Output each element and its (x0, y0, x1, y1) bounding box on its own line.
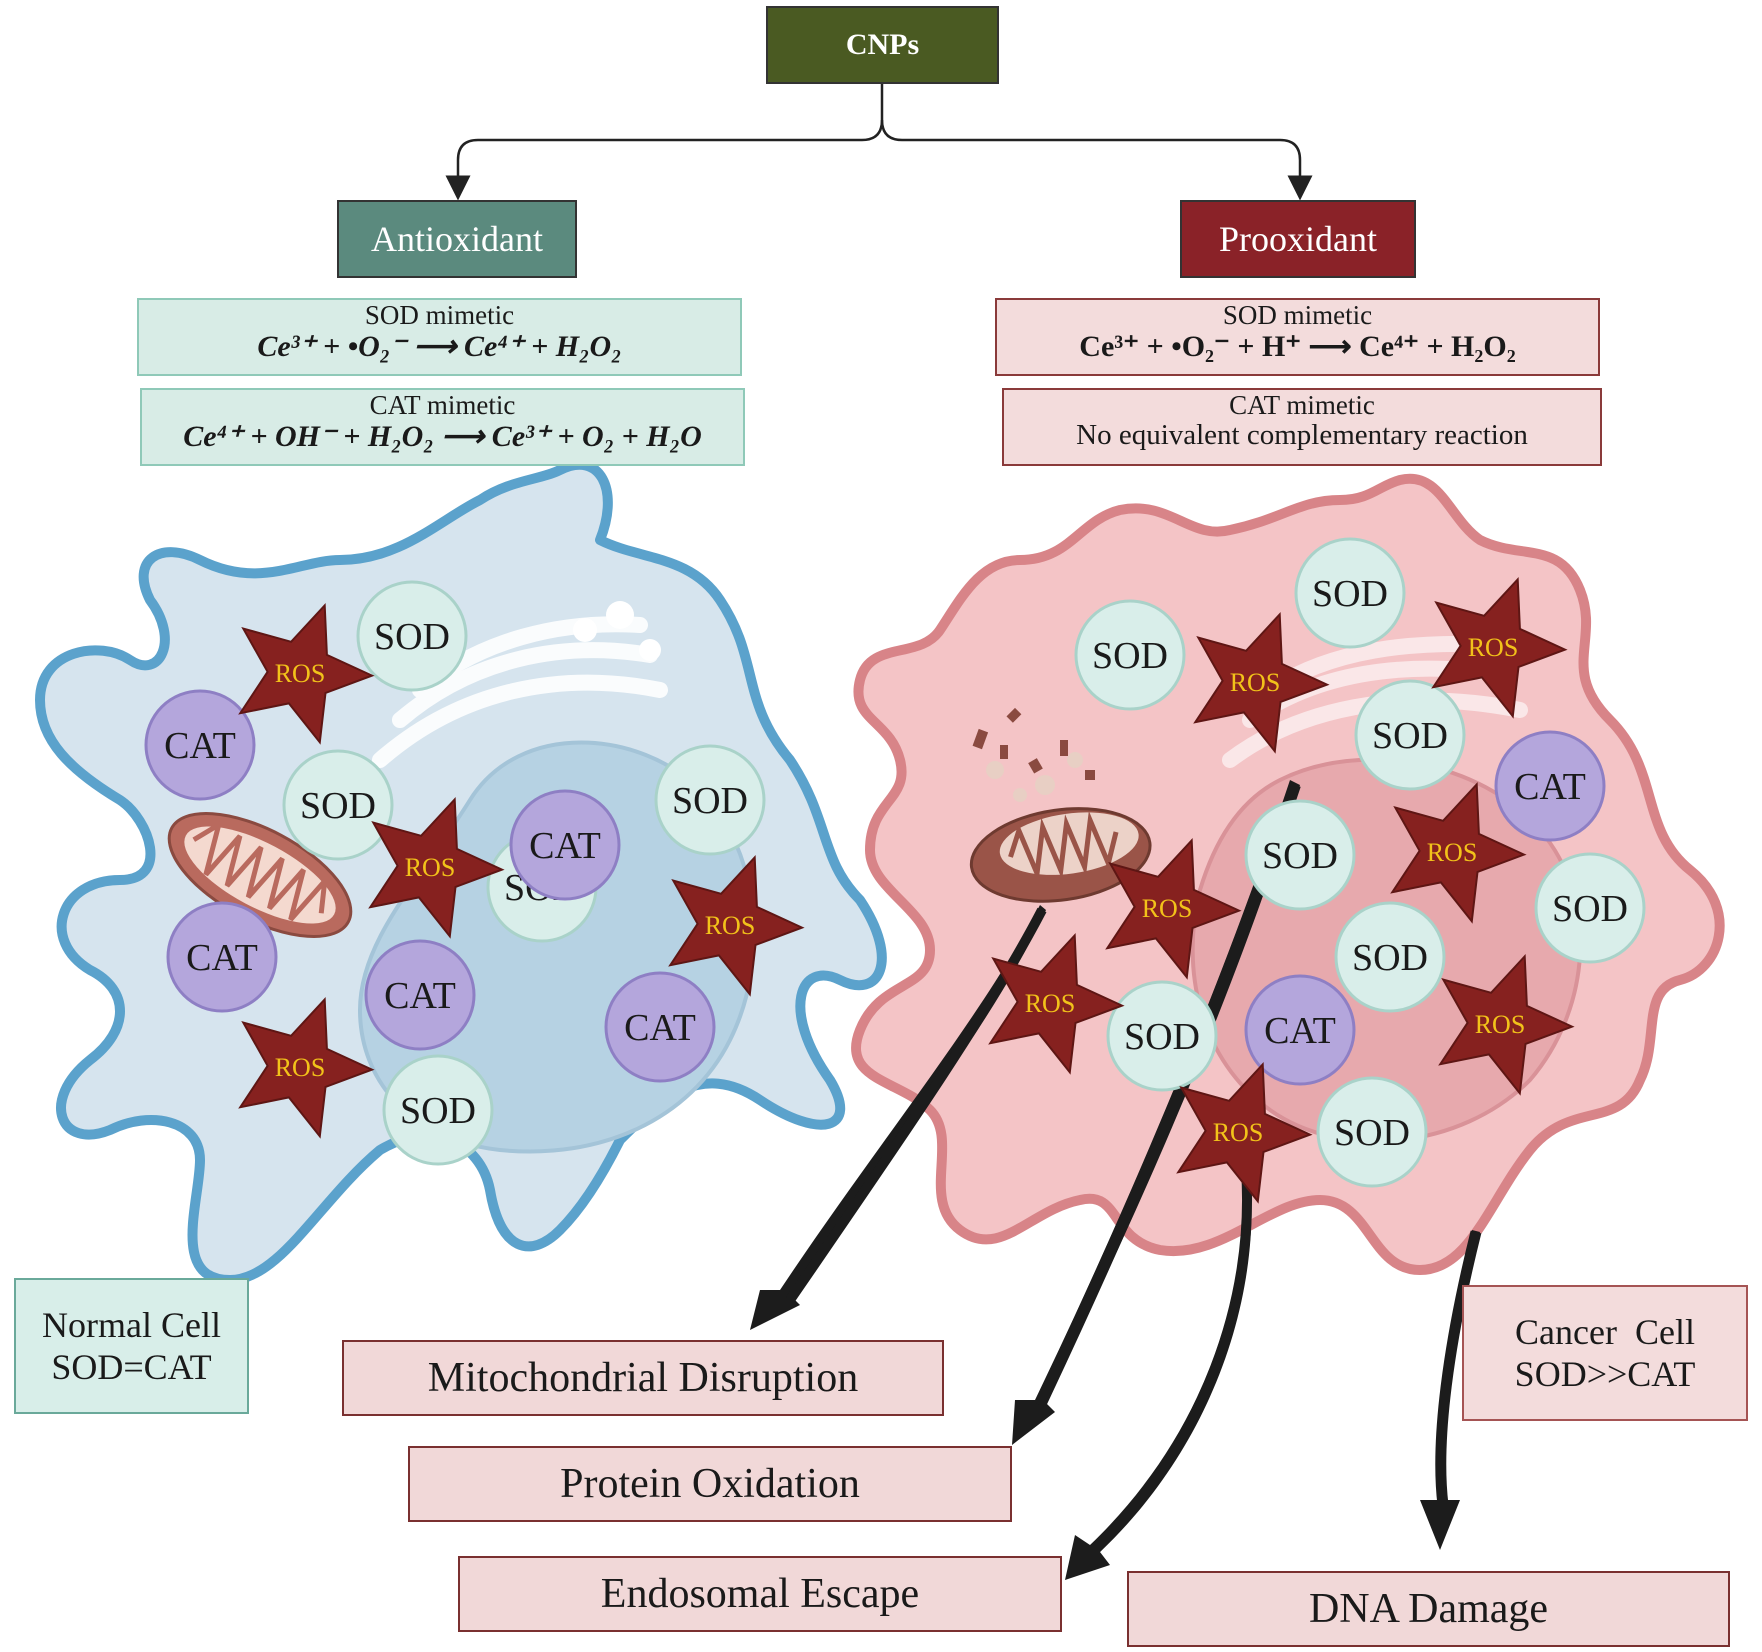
ros-marker-7: ROS (1390, 781, 1527, 924)
cancer-cell-label: Cancer Cell SOD>>CAT (1462, 1285, 1748, 1421)
anti-cat-equation: Ce⁴⁺ + OH⁻ + H₂O₂ ⟶ Ce³⁺ + O₂ + H₂O (183, 420, 702, 453)
sod-marker-10: SOD (1334, 901, 1446, 1013)
ros-marker-9-label: ROS (1025, 989, 1076, 1018)
cat-marker-7-label: CAT (1264, 1010, 1336, 1052)
sod-marker-12-label: SOD (1124, 1016, 1200, 1058)
ros-marker-3: ROS (668, 854, 805, 997)
anti-cat-reaction: CAT mimetic Ce⁴⁺ + OH⁻ + H₂O₂ ⟶ Ce³⁺ + O… (140, 388, 745, 466)
cat-marker-1: CAT (144, 689, 256, 801)
pro-sod-title: SOD mimetic (1222, 300, 1373, 330)
sod-marker-11-label: SOD (1552, 888, 1628, 930)
pro-sod-reaction: SOD mimetic Ce³⁺ + •O₂⁻ + H⁺ ⟶ Ce⁴⁺ + H₂… (995, 298, 1600, 376)
sod-marker-6: SOD (1074, 599, 1186, 711)
sod-marker-2-label: SOD (300, 785, 376, 827)
ros-marker-10: ROS (1438, 953, 1575, 1096)
anti-sod-reaction: SOD mimetic Ce³⁺ + •O₂⁻ ⟶ Ce⁴⁺ + H₂O₂ (137, 298, 742, 376)
cat-marker-5: CAT (604, 971, 716, 1083)
normal-cell-label: Normal Cell SOD=CAT (14, 1278, 249, 1414)
sod-marker-6-label: SOD (1092, 635, 1168, 677)
ros-marker-1: ROS (238, 602, 375, 745)
outcome-dna-damage: DNA Damage (1127, 1571, 1730, 1647)
branch-connectors (445, 82, 1313, 201)
sod-marker-4: SOD (654, 744, 766, 856)
ros-marker-2: ROS (368, 796, 505, 939)
sod-marker-13: SOD (1316, 1076, 1428, 1188)
sod-marker-10-label: SOD (1352, 937, 1428, 979)
sod-marker-5: SOD (382, 1054, 494, 1166)
anti-sod-title: SOD mimetic (364, 300, 515, 330)
outcome-protein-oxidation: Protein Oxidation (408, 1446, 1012, 1522)
sod-marker-9-label: SOD (1262, 835, 1338, 877)
ros-marker-10-label: ROS (1475, 1010, 1526, 1039)
ros-marker-5: ROS (1193, 611, 1330, 754)
cat-marker-5-label: CAT (624, 1007, 696, 1049)
sod-marker-9: SOD (1244, 799, 1356, 911)
sod-marker-2: SOD (282, 749, 394, 861)
root-cnps-box: CNPs (766, 6, 999, 84)
sod-marker-13-label: SOD (1334, 1112, 1410, 1154)
sod-marker-12: SOD (1106, 980, 1218, 1092)
outcome-endosomal-escape: Endosomal Escape (458, 1556, 1062, 1632)
ros-marker-2-label: ROS (405, 853, 456, 882)
normal-cell-ratio: SOD=CAT (51, 1347, 212, 1387)
ros-marker-9: ROS (988, 932, 1125, 1075)
cat-marker-6-label: CAT (1514, 766, 1586, 808)
prooxidant-box: Prooxidant (1180, 200, 1416, 278)
pro-sod-equation: Ce³⁺ + •O₂⁻ + H⁺ ⟶ Ce⁴⁺ + H₂O₂ (1079, 330, 1516, 363)
anti-cat-title: CAT mimetic (369, 390, 516, 420)
ros-marker-4: ROS (238, 996, 375, 1139)
pro-cat-reaction: CAT mimetic No equivalent complementary … (1002, 388, 1602, 466)
ros-marker-11: ROS (1176, 1061, 1313, 1204)
ros-marker-5-label: ROS (1230, 668, 1281, 697)
cat-marker-3: CAT (166, 901, 278, 1013)
sod-marker-4-label: SOD (672, 780, 748, 822)
sod-marker-1: SOD (356, 580, 468, 692)
ros-marker-4-label: ROS (275, 1053, 326, 1082)
ros-marker-6: ROS (1431, 576, 1568, 719)
cat-marker-4: CAT (364, 939, 476, 1051)
ros-marker-7-label: ROS (1427, 838, 1478, 867)
cancer-cell-title: Cancer Cell (1515, 1312, 1695, 1352)
normal-cell-title: Normal Cell (42, 1305, 221, 1345)
cat-marker-6: CAT (1494, 730, 1606, 842)
sod-marker-5-label: SOD (400, 1090, 476, 1132)
cat-marker-2-label: CAT (529, 825, 601, 867)
sod-marker-11: SOD (1534, 852, 1646, 964)
sod-marker-8-label: SOD (1372, 715, 1448, 757)
ros-marker-8: ROS (1105, 837, 1242, 980)
pro-cat-text: No equivalent complementary reaction (1076, 419, 1528, 451)
ros-marker-3-label: ROS (705, 911, 756, 940)
sod-marker-8: SOD (1354, 679, 1466, 791)
cat-marker-3-label: CAT (186, 937, 258, 979)
cat-marker-1-label: CAT (164, 725, 236, 767)
cancer-cell-ratio: SOD>>CAT (1514, 1354, 1696, 1394)
cat-marker-7: CAT (1244, 974, 1356, 1086)
sod-marker-7: SOD (1294, 537, 1406, 649)
ros-marker-1-label: ROS (275, 659, 326, 688)
ros-marker-11-label: ROS (1213, 1118, 1264, 1147)
antioxidant-box: Antioxidant (337, 200, 577, 278)
ros-marker-8-label: ROS (1142, 894, 1193, 923)
marker-layer: SODSODSODSODSODSODSODSODSODSODSODSODSODC… (144, 537, 1646, 1204)
cat-marker-4-label: CAT (384, 975, 456, 1017)
sod-marker-1-label: SOD (374, 616, 450, 658)
sod-marker-7-label: SOD (1312, 573, 1388, 615)
ros-marker-6-label: ROS (1468, 633, 1519, 662)
pro-cat-title: CAT mimetic (1229, 390, 1375, 420)
cat-marker-2: CAT (509, 789, 621, 901)
anti-sod-equation: Ce³⁺ + •O₂⁻ ⟶ Ce⁴⁺ + H₂O₂ (257, 330, 622, 363)
outcome-mitochondrial-disruption: Mitochondrial Disruption (342, 1340, 944, 1416)
